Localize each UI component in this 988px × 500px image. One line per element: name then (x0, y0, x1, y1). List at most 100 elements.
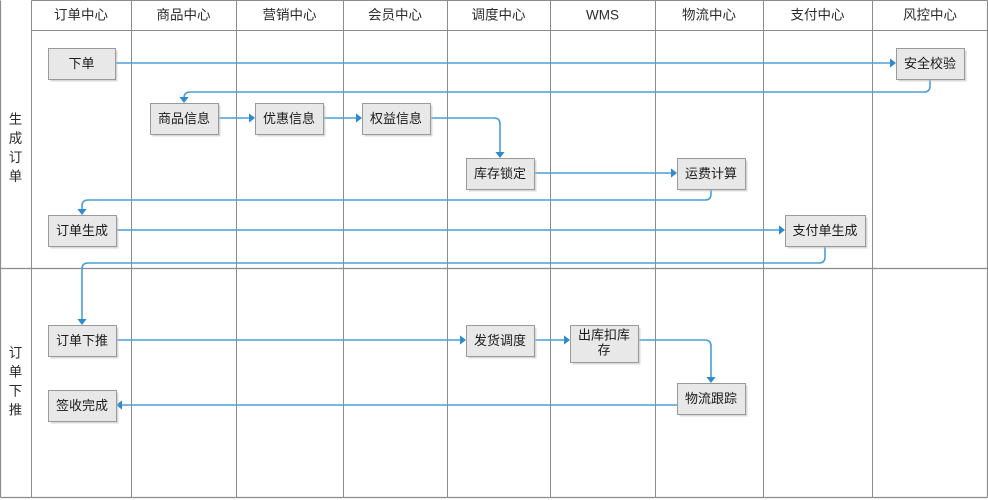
edge-line (638, 339, 712, 377)
lane-label-char: 单 (9, 169, 23, 184)
node-label: 物流跟踪 (685, 391, 737, 406)
lane-label-char: 订 (9, 150, 23, 165)
flow-node-logistics-track[interactable]: 物流跟踪 (677, 383, 748, 417)
lane-label-char: 订 (9, 346, 23, 361)
flow-edge-security-check-to-product-info (179, 79, 931, 103)
flow-node-order-push[interactable]: 订单下推 (48, 325, 119, 359)
node-box[interactable] (466, 158, 535, 190)
edge-arrowhead (671, 168, 677, 178)
flow-node-freight-calc[interactable]: 运费计算 (677, 158, 748, 192)
column-header-row: 订单中心 商品中心 营销中心 会员中心 调度中心 WMS 物流中心 支付中心 风控中心 (54, 8, 957, 23)
lane-label-char: 单 (9, 365, 23, 380)
flow-edge-place-order-to-security-check (115, 58, 896, 68)
edge-arrowhead (356, 113, 362, 123)
flow-node-stock-lock[interactable]: 库存锁定 (466, 158, 537, 192)
column-header-label: WMS (586, 8, 619, 23)
flow-edge-payment-created-to-order-push (77, 246, 826, 325)
lane-label-push-order: 订单下推 (9, 346, 23, 418)
edge-arrowhead (77, 319, 87, 325)
column-header-label: 营销中心 (263, 8, 317, 23)
node-label: 出库扣库 (578, 327, 630, 342)
node-box[interactable] (785, 215, 866, 247)
flow-edges-layer (77, 58, 931, 410)
node-label: 下单 (68, 56, 94, 71)
edge-arrowhead (116, 400, 122, 410)
column-header-wms: WMS (586, 8, 619, 23)
node-label: 发货调度 (474, 333, 526, 348)
node-label: 运费计算 (685, 166, 737, 181)
column-header-label: 风控中心 (903, 8, 957, 23)
lane-label-char: 成 (9, 131, 23, 146)
lane-label-char: 生 (9, 112, 23, 127)
node-box[interactable] (150, 103, 219, 135)
column-header-label: 物流中心 (682, 8, 736, 23)
node-label: 订单生成 (56, 223, 108, 238)
edge-arrowhead (460, 335, 466, 345)
node-box[interactable] (677, 383, 746, 415)
column-header-riskctl: 风控中心 (903, 8, 957, 23)
node-box[interactable] (466, 325, 535, 357)
edge-arrowhead (179, 97, 189, 103)
node-box[interactable] (48, 48, 116, 80)
flow-node-order-created[interactable]: 订单生成 (48, 215, 119, 249)
flow-edge-outbound-deduct-to-logistics-track (638, 339, 716, 383)
flow-edge-freight-calc-to-order-created (77, 189, 712, 215)
flow-edge-ship-dispatch-to-outbound-deduct (534, 335, 570, 345)
node-label: 存 (597, 342, 610, 357)
node-box[interactable] (570, 325, 639, 363)
node-label: 权益信息 (370, 111, 422, 126)
node-label: 商品信息 (158, 111, 210, 126)
flow-edge-stock-lock-to-freight-calc (534, 168, 677, 178)
edge-line (183, 79, 931, 99)
flow-node-ship-dispatch[interactable]: 发货调度 (466, 325, 537, 359)
edge-arrowhead (779, 225, 785, 235)
flow-node-payment-created[interactable]: 支付单生成 (785, 215, 868, 249)
flow-node-promo-info[interactable]: 优惠信息 (255, 103, 326, 137)
column-header-member: 会员中心 (368, 8, 422, 23)
column-header-marketing: 营销中心 (263, 8, 317, 23)
node-label: 安全校验 (904, 56, 956, 71)
flow-edge-logistics-track-to-receipt-done (116, 400, 677, 410)
flow-node-receipt-done[interactable]: 签收完成 (48, 390, 119, 424)
flow-node-place-order[interactable]: 下单 (48, 48, 118, 82)
flow-edge-benefit-info-to-stock-lock (430, 117, 505, 158)
node-label: 库存锁定 (474, 166, 526, 181)
lane-label-char: 下 (9, 384, 23, 399)
edge-arrowhead (77, 209, 87, 215)
column-header-label: 订单中心 (54, 8, 108, 23)
edge-arrowhead (890, 58, 896, 68)
edge-arrowhead (495, 152, 505, 158)
column-header-logistics: 物流中心 (682, 8, 736, 23)
column-header-label: 支付中心 (791, 8, 845, 23)
node-label: 支付单生成 (792, 223, 857, 238)
flow-node-security-check[interactable]: 安全校验 (896, 48, 967, 82)
node-label: 优惠信息 (263, 111, 315, 126)
column-header-product: 商品中心 (157, 8, 211, 23)
column-header-label: 调度中心 (472, 8, 526, 23)
column-header-dispatch: 调度中心 (472, 8, 526, 23)
flow-node-benefit-info[interactable]: 权益信息 (362, 103, 433, 137)
flow-edge-order-push-to-ship-dispatch (116, 335, 466, 345)
column-header-order: 订单中心 (54, 8, 108, 23)
column-header-label: 商品中心 (157, 8, 211, 23)
node-box[interactable] (896, 48, 965, 80)
node-box[interactable] (677, 158, 746, 190)
node-box[interactable] (362, 103, 431, 135)
edge-line (81, 246, 826, 319)
node-box[interactable] (48, 390, 117, 422)
flow-edge-product-info-to-promo-info (218, 113, 255, 123)
flow-edge-promo-info-to-benefit-info (323, 113, 362, 123)
flow-node-product-info[interactable]: 商品信息 (150, 103, 221, 137)
node-box[interactable] (48, 215, 117, 247)
node-label: 订单下推 (56, 333, 108, 348)
lane-label-char: 推 (9, 403, 23, 418)
node-box[interactable] (255, 103, 324, 135)
node-box[interactable] (48, 325, 117, 357)
